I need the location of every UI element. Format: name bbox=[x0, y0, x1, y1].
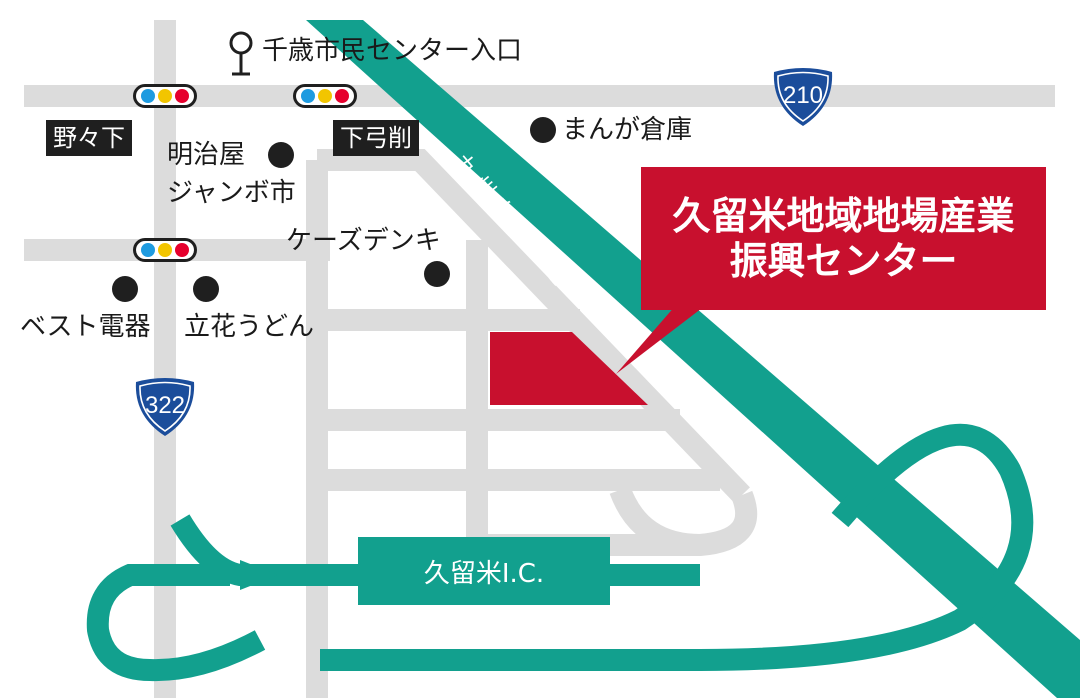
route-322-shield: 322 bbox=[132, 376, 198, 438]
ic-loop-southwest bbox=[86, 564, 266, 682]
intersection-label-nonoshita: 野々下 bbox=[46, 120, 132, 156]
landmark-ks-denki: ケーズデンキ bbox=[286, 226, 441, 256]
route-shield-icon bbox=[135, 378, 195, 436]
destination-marker bbox=[490, 332, 648, 405]
destination-callout: 久留米地域地場産業 振興センター bbox=[641, 167, 1046, 310]
ic-loop-west bbox=[170, 514, 700, 586]
ic-label-panel bbox=[358, 537, 610, 605]
landmark-dot bbox=[112, 276, 138, 302]
interchange-label: 久留米I.C. bbox=[423, 558, 545, 589]
landmark-jumbo-ichi: ジャンボ市 bbox=[167, 178, 296, 208]
landmark-manga-soko: まんが倉庫 bbox=[562, 115, 693, 145]
ic-arrow-tip bbox=[240, 560, 278, 590]
expressway-kyushu bbox=[306, 20, 1080, 698]
landmark-best-denki: ベスト電器 bbox=[20, 312, 151, 342]
destination-name-line1: 久留米地域地場産業 bbox=[672, 193, 1015, 238]
landmark-dot bbox=[268, 142, 294, 168]
road-grid-outer bbox=[317, 149, 750, 503]
landmark-dot bbox=[424, 261, 450, 287]
callout-pointer bbox=[616, 305, 706, 374]
route-322-number: 322 bbox=[144, 392, 186, 419]
route-shield-icon bbox=[773, 68, 833, 126]
traffic-light-icon bbox=[133, 84, 197, 108]
landmark-dot bbox=[530, 117, 556, 143]
intersection-label-shimoyuge: 下弓削 bbox=[333, 120, 419, 156]
traffic-light-icon bbox=[293, 84, 357, 108]
bus-stop-label: 千歳市民センター入口 bbox=[262, 36, 523, 66]
ic-loop-east bbox=[699, 423, 1034, 671]
landmark-tachibana-udon: 立花うどん bbox=[184, 312, 315, 342]
traffic-light-icon bbox=[133, 238, 197, 262]
landmark-meijiya: 明治屋 bbox=[167, 140, 246, 170]
bus-stop-pin-icon bbox=[229, 31, 253, 76]
route-210-number: 210 bbox=[782, 82, 824, 109]
destination-name-line2: 振興センター bbox=[729, 238, 958, 283]
landmark-dot bbox=[193, 276, 219, 302]
route-210-shield: 210 bbox=[770, 66, 836, 128]
